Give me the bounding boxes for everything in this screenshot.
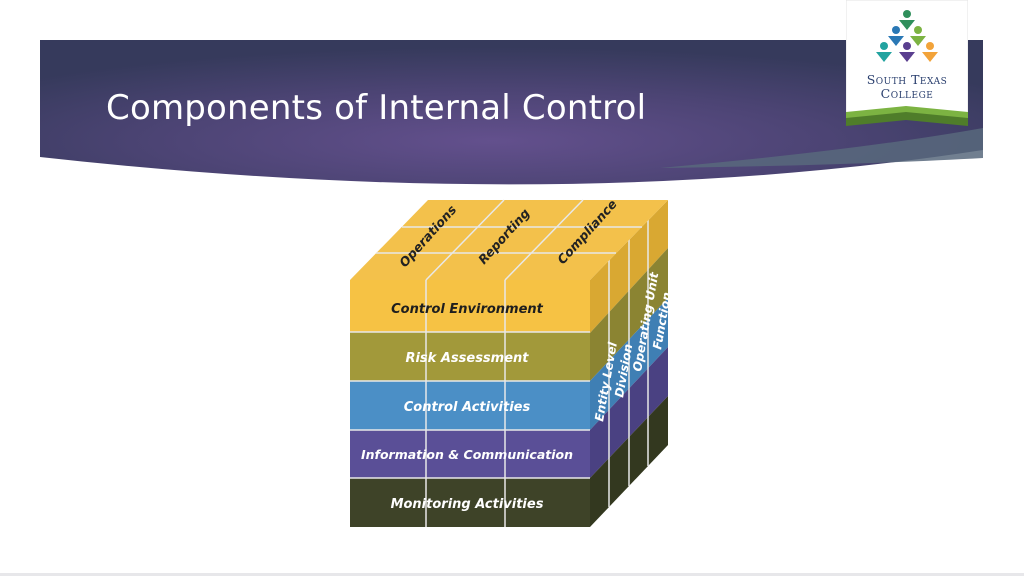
cube-top-face [350, 199, 668, 281]
component-label-control-environment: Control Environment [391, 302, 544, 317]
college-logo: South Texas College [845, 0, 969, 128]
component-label-monitoring-activities: Monitoring Activities [391, 497, 544, 512]
cube-front-face [350, 280, 590, 527]
component-label-control-activities: Control Activities [404, 400, 531, 415]
logo-text-line1: South Texas [866, 72, 948, 87]
logo-text-line2: College [880, 86, 934, 101]
component-label-information-communication: Information & Communication [361, 447, 573, 462]
component-label-risk-assessment: Risk Assessment [405, 351, 529, 366]
logo-badge [845, 0, 969, 126]
bottom-divider [0, 573, 1024, 576]
slide-title: Components of Internal Control [106, 88, 647, 128]
coso-cube-diagram: Operations Reporting Compliance Control … [350, 196, 674, 527]
cube-right-face [590, 200, 668, 527]
title-banner [40, 40, 983, 185]
